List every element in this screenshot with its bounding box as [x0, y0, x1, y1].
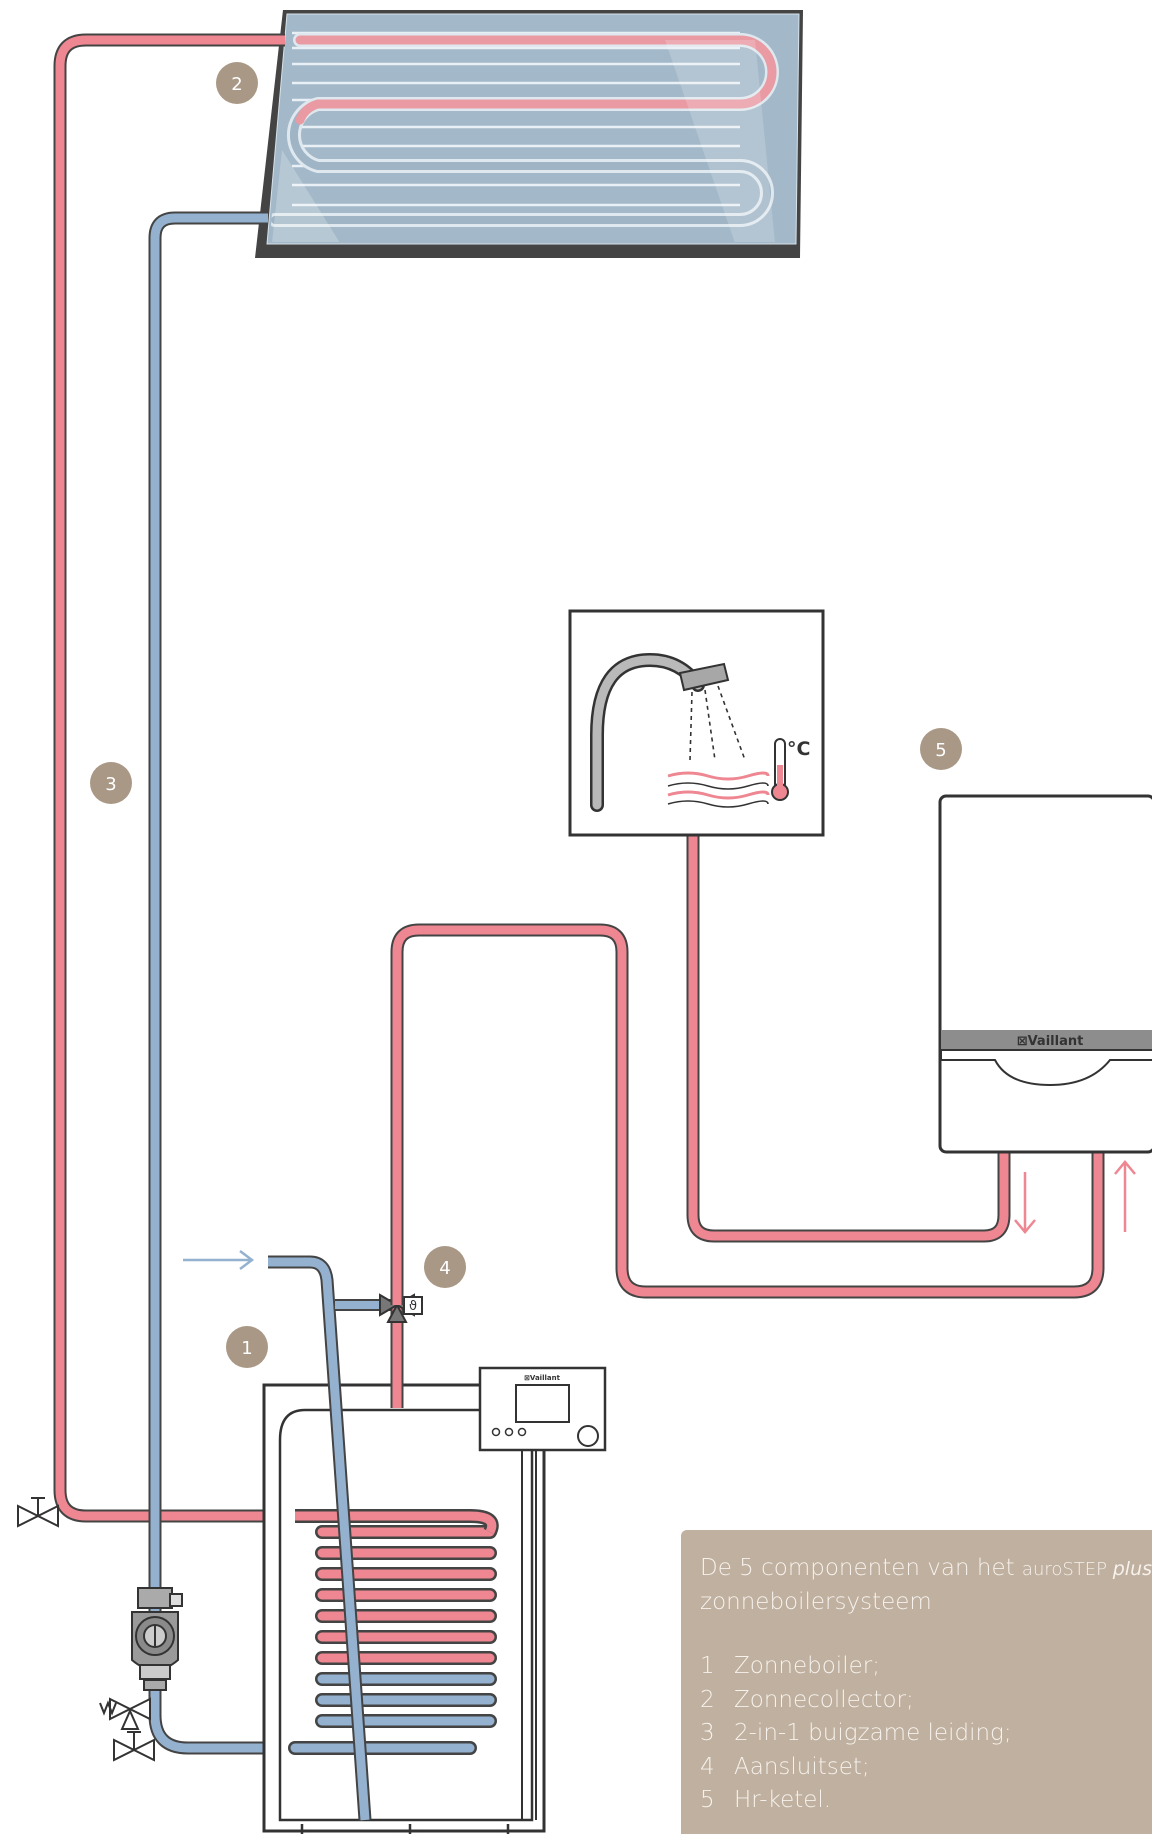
shower-box: °C: [568, 609, 825, 837]
thermometer-unit: °C: [787, 738, 810, 760]
solar-boiler: [262, 1255, 546, 1834]
svg-text:3: 3: [105, 774, 116, 795]
svg-text:4: 4: [439, 1258, 450, 1279]
legend-box: De 5 componenten van het auroSTEP plus z…: [681, 1530, 1152, 1834]
svg-text:2: 2: [231, 74, 242, 95]
badge-4: 4: [424, 1246, 466, 1288]
fill-valve: [99, 1697, 151, 1730]
twin-pipe-2-in-1: [53, 33, 295, 1755]
legend-title: De 5 componenten van het auroSTEP plus: [700, 1552, 1152, 1586]
svg-text:1: 1: [241, 1338, 252, 1359]
thermostatic-mixing-valve: ϑ: [379, 1293, 423, 1323]
sensor-symbol: ϑ: [409, 1299, 417, 1314]
hr-boiler: ⊠Vaillant: [938, 794, 1152, 1154]
cold-inlet-arrow: [183, 1250, 255, 1270]
badge-1: 1: [226, 1326, 268, 1368]
legend-title-brand: auroSTEP: [1021, 1559, 1113, 1580]
badge-2: 2: [216, 62, 258, 104]
thermometer-icon: [771, 738, 789, 801]
badge-3: 3: [90, 762, 132, 804]
hot-water-pipes: [390, 835, 1105, 1305]
hr-boiler-brand: ⊠Vaillant: [1017, 1034, 1084, 1049]
badge-5: 5: [920, 728, 962, 770]
solar-collector: [255, 10, 803, 258]
drain-valve-top: [17, 1497, 59, 1528]
legend-title-text: De 5 componenten van het: [700, 1555, 1022, 1581]
legend-title-plus: plus: [1112, 1558, 1152, 1580]
circulation-pump: [131, 1587, 183, 1691]
drain-valve-bottom: [113, 1731, 155, 1762]
solar-controller: ⊠Vaillant: [478, 1366, 607, 1820]
cold-coil: [288, 1672, 497, 1755]
flow-arrows: [1014, 1160, 1136, 1234]
controller-brand: ⊠Vaillant: [524, 1374, 561, 1382]
svg-text:5: 5: [935, 740, 946, 761]
legend-title-line2: zonneboilersysteem: [700, 1589, 932, 1615]
water-wave-icon: [667, 771, 770, 808]
